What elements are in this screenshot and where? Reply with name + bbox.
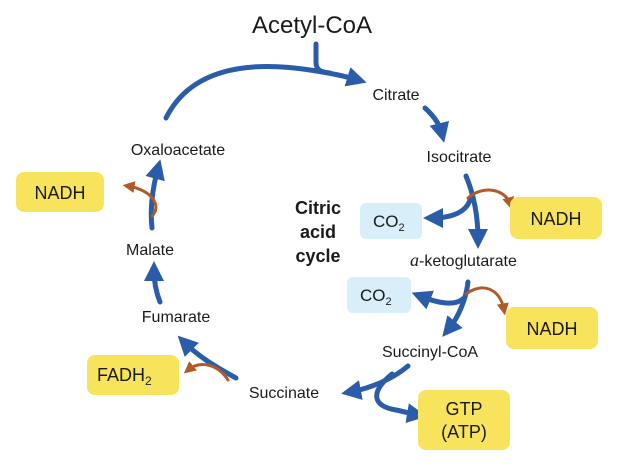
- label-co2-1: CO2: [373, 212, 405, 234]
- label-co2-2-main: CO: [360, 286, 386, 305]
- label-citrate: Citrate: [372, 87, 419, 104]
- label-nadh-malate: NADH: [34, 183, 85, 203]
- center-label-line1: Citric: [295, 198, 341, 218]
- label-co2-1-sub: 2: [399, 222, 405, 234]
- arrow-acetylcoa-entry: [313, 41, 333, 76]
- label-gtp: GTP: [445, 399, 482, 419]
- label-ketoglutarate-rest: -ketoglutarate: [419, 253, 517, 270]
- label-fumarate: Fumarate: [142, 309, 211, 326]
- fadh2-box: [87, 355, 179, 395]
- gtp-box: [418, 390, 510, 450]
- label-co2-2-sub: 2: [386, 296, 392, 308]
- arrow-isocitrate-to-ketoglutarate: [463, 173, 488, 249]
- nadh-box-2: [506, 307, 598, 349]
- title-acetylcoa: Acetyl-CoA: [252, 12, 372, 39]
- co2-box-1: [360, 203, 422, 239]
- label-oxaloacetate: Oxaloacetate: [131, 142, 225, 159]
- label-ketoglutarate: a-ketoglutarate: [410, 250, 517, 270]
- label-co2-2: CO2: [360, 286, 392, 308]
- label-fadh2-sub: 2: [145, 374, 152, 388]
- arrow-succinate-to-fumarate: [177, 335, 239, 381]
- label-isocitrate: Isocitrate: [427, 149, 492, 166]
- label-atp: (ATP): [441, 422, 487, 442]
- nadh-box-malate: [16, 172, 104, 212]
- label-succinylcoa: Succinyl-CoA: [382, 344, 478, 361]
- label-succinate: Succinate: [249, 385, 319, 402]
- arrow-fadh2: [183, 361, 230, 382]
- label-ketoglutarate-alpha: a: [410, 250, 419, 270]
- label-malate: Malate: [126, 242, 174, 259]
- nadh-box-1: [510, 197, 602, 239]
- arrow-co2-release-2: [411, 290, 467, 310]
- arrow-nadh-malate: [122, 181, 158, 218]
- label-fadh2-main: FADH: [97, 365, 145, 385]
- arrow-gtp-output: [374, 371, 427, 424]
- arrow-nadh-2: [464, 286, 509, 316]
- center-label-line3: cycle: [295, 246, 340, 266]
- label-fadh2: FADH2: [97, 365, 152, 388]
- arrow-co2-release-1: [423, 197, 473, 228]
- arrow-oxaloacetate-to-citrate: [163, 64, 367, 121]
- label-co2-1-main: CO: [373, 212, 399, 231]
- center-label-line2: acid: [300, 222, 336, 242]
- label-nadh-1: NADH: [530, 209, 581, 229]
- label-nadh-2: NADH: [526, 319, 577, 339]
- arrow-fumarate-to-malate: [144, 261, 165, 305]
- arrow-citrate-to-isocitrate: [422, 105, 450, 143]
- co2-box-2: [347, 277, 411, 313]
- arrow-ketoglutarate-to-succinylcoa: [442, 279, 471, 337]
- arrow-nadh-1: [466, 188, 514, 210]
